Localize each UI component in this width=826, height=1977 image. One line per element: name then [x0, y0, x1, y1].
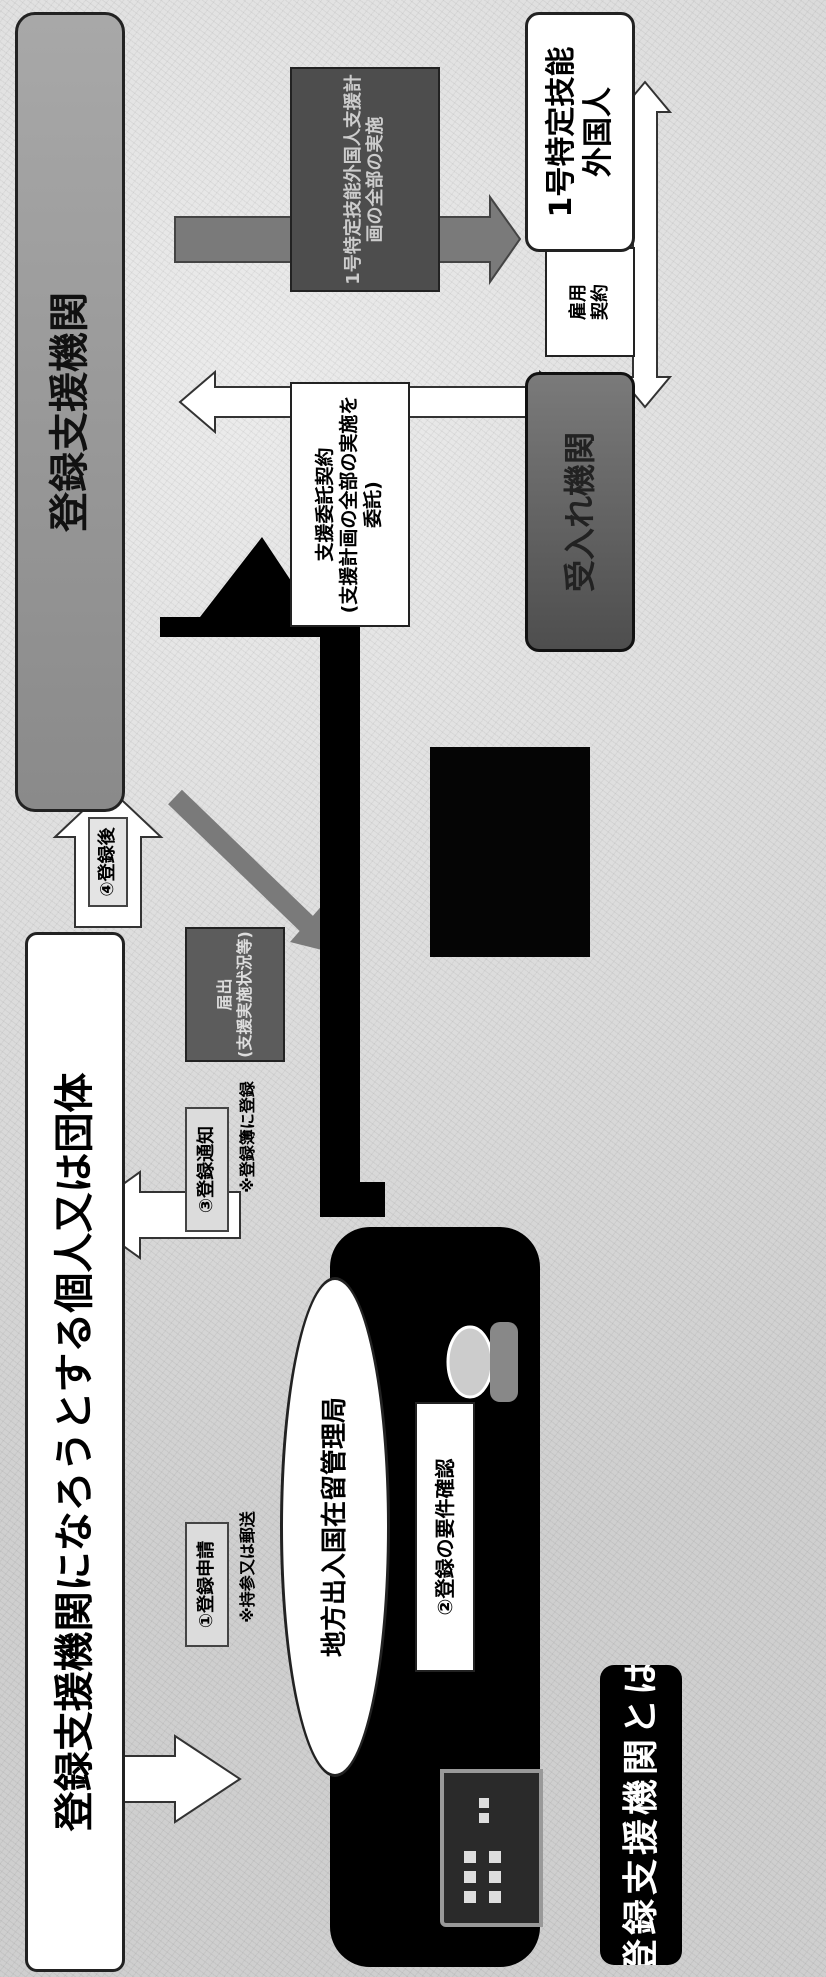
step1-label-box: ①登録申請 [185, 1522, 229, 1647]
bureau-label: 地方出入国在留管理局 [319, 1397, 350, 1658]
step1-note-box: ※持参又は郵送 [233, 1487, 263, 1647]
foreign-worker-box: 1号特定技能 外国人 [525, 12, 635, 252]
step3-label: ③登録通知 [195, 1125, 217, 1214]
building-icon [440, 1769, 543, 1927]
applicant-box: 登録支援機関になろうとする個人又は団体 [25, 932, 125, 1972]
page-title: 登録支援機関とは [620, 1665, 662, 1965]
foreign-worker-label: 1号特定技能 外国人 [543, 46, 617, 218]
support-contract-label: 支援委託契約 (支援計画の全部の実施を 委託) [314, 395, 384, 614]
step3-note-box: ※登録簿に登録 [233, 1057, 263, 1217]
step4-label: ④登録後 [96, 827, 118, 897]
registered-org-box: 登録支援機関 [15, 12, 125, 812]
registered-org-label: 登録支援機関 [47, 292, 93, 532]
step2-box: ②登録の要件確認 [415, 1402, 475, 1672]
employment-contract-box: 雇用 契約 [545, 247, 635, 357]
bureau-ellipse: 地方出入国在留管理局 [280, 1277, 390, 1777]
support-implementation-box: 1号特定技能外国人支援計 画の全部の実施 [290, 67, 440, 292]
step3-label-box: ③登録通知 [185, 1107, 229, 1232]
receiving-org-box: 受入れ機関 [525, 372, 635, 652]
step4-label-box: ④登録後 [88, 817, 128, 907]
building-windows [464, 1798, 501, 1903]
support-implementation-label: 1号特定技能外国人支援計 画の全部の実施 [342, 74, 387, 285]
step3-note: ※登録簿に登録 [238, 1081, 257, 1193]
black-panel [430, 747, 590, 957]
receiving-org-label: 受入れ機関 [561, 432, 599, 593]
report-label: 届出 (支援実施状況等) [215, 931, 254, 1058]
title-text-holder: 登録支援機関とは [600, 1665, 682, 1965]
officer-icon [440, 1302, 520, 1422]
applicant-label: 登録支援機関になろうとする個人又は団体 [52, 1072, 98, 1832]
support-contract-box: 支援委託契約 (支援計画の全部の実施を 委託) [290, 382, 410, 627]
title-box: 登録支援機関とは [600, 1665, 682, 1965]
step1-note: ※持参又は郵送 [238, 1511, 257, 1623]
arrow-black-l [160, 537, 385, 1217]
arrow-report [168, 789, 317, 935]
employment-contract-label: 雇用 契約 [567, 284, 612, 320]
step1-label: ①登録申請 [195, 1540, 217, 1629]
report-box: 届出 (支援実施状況等) [185, 927, 285, 1062]
step2-label: ②登録の要件確認 [432, 1458, 457, 1616]
